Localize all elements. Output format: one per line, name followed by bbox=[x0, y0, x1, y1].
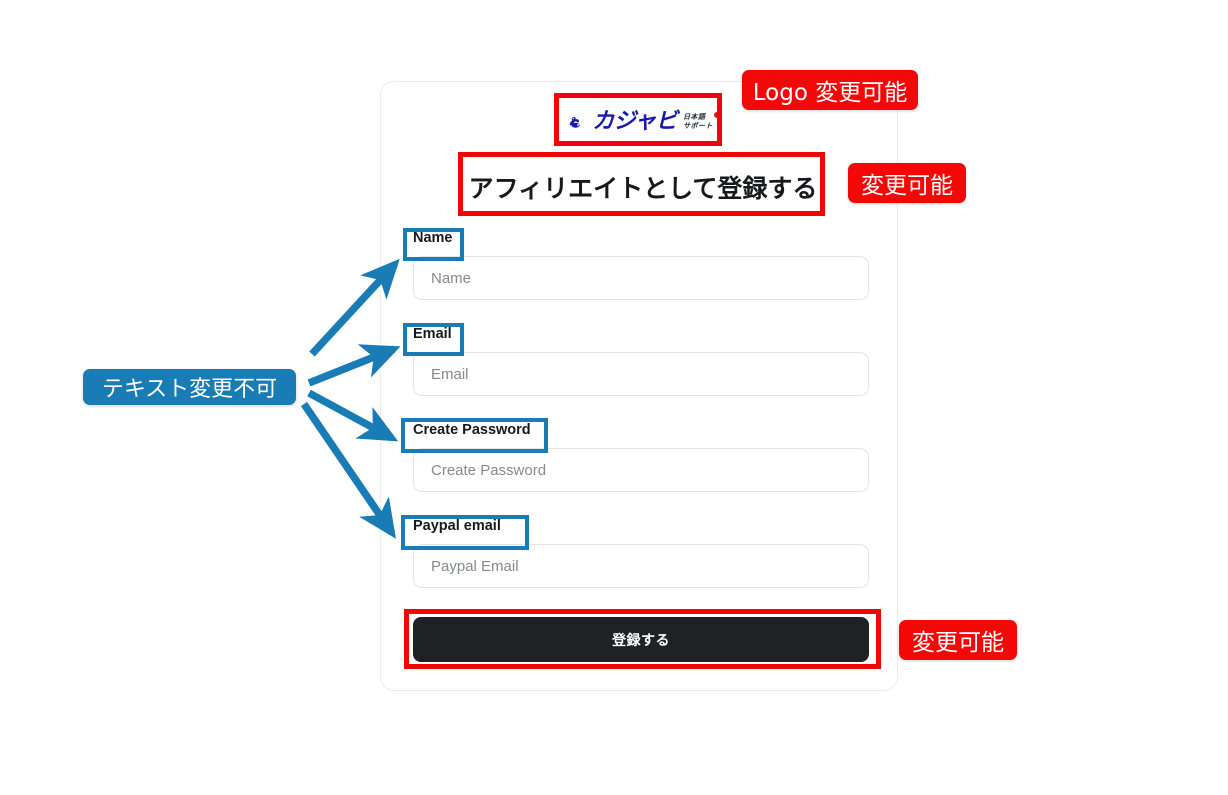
name-input[interactable] bbox=[413, 256, 869, 300]
kajabi-mascot-icon bbox=[570, 116, 580, 128]
field-label-name: Name bbox=[413, 230, 453, 246]
field-create-password: Create Password bbox=[413, 420, 869, 492]
annotation-pill-logo-editable: Logo 変更可能 bbox=[742, 70, 918, 110]
field-paypal-email: Paypal email bbox=[413, 516, 869, 588]
field-email: Email bbox=[413, 324, 869, 396]
field-label-paypal-email: Paypal email bbox=[413, 518, 501, 534]
signup-card: カジャビ 日本語 サポート アフィリエイトとして登録する Name Email bbox=[380, 81, 898, 691]
field-label-create-password: Create Password bbox=[413, 422, 531, 438]
email-input[interactable] bbox=[413, 352, 869, 396]
page-title: アフィリエイトとして登録する bbox=[468, 174, 818, 203]
logo-subtext-line2: サポート bbox=[683, 122, 713, 130]
logo-subtext: 日本語 サポート bbox=[683, 112, 720, 131]
logo-subtext-line1: 日本語 bbox=[683, 113, 706, 121]
logo-wordmark: カジャビ bbox=[592, 109, 678, 134]
field-label-email: Email bbox=[413, 326, 452, 342]
logo-red-dot-icon bbox=[713, 112, 720, 118]
annotation-pill-title-editable: 変更可能 bbox=[848, 163, 966, 203]
brand-logo: カジャビ 日本語 サポート bbox=[559, 100, 721, 142]
create-password-input[interactable] bbox=[413, 448, 869, 492]
field-name: Name bbox=[413, 228, 869, 300]
submit-button[interactable]: 登録する bbox=[413, 617, 869, 662]
paypal-email-input[interactable] bbox=[413, 544, 869, 588]
annotation-pill-text-locked: テキスト変更不可 bbox=[83, 369, 296, 405]
annotation-pill-button-editable: 変更可能 bbox=[899, 620, 1017, 660]
arrow-to-paypal-email-label bbox=[300, 401, 396, 539]
